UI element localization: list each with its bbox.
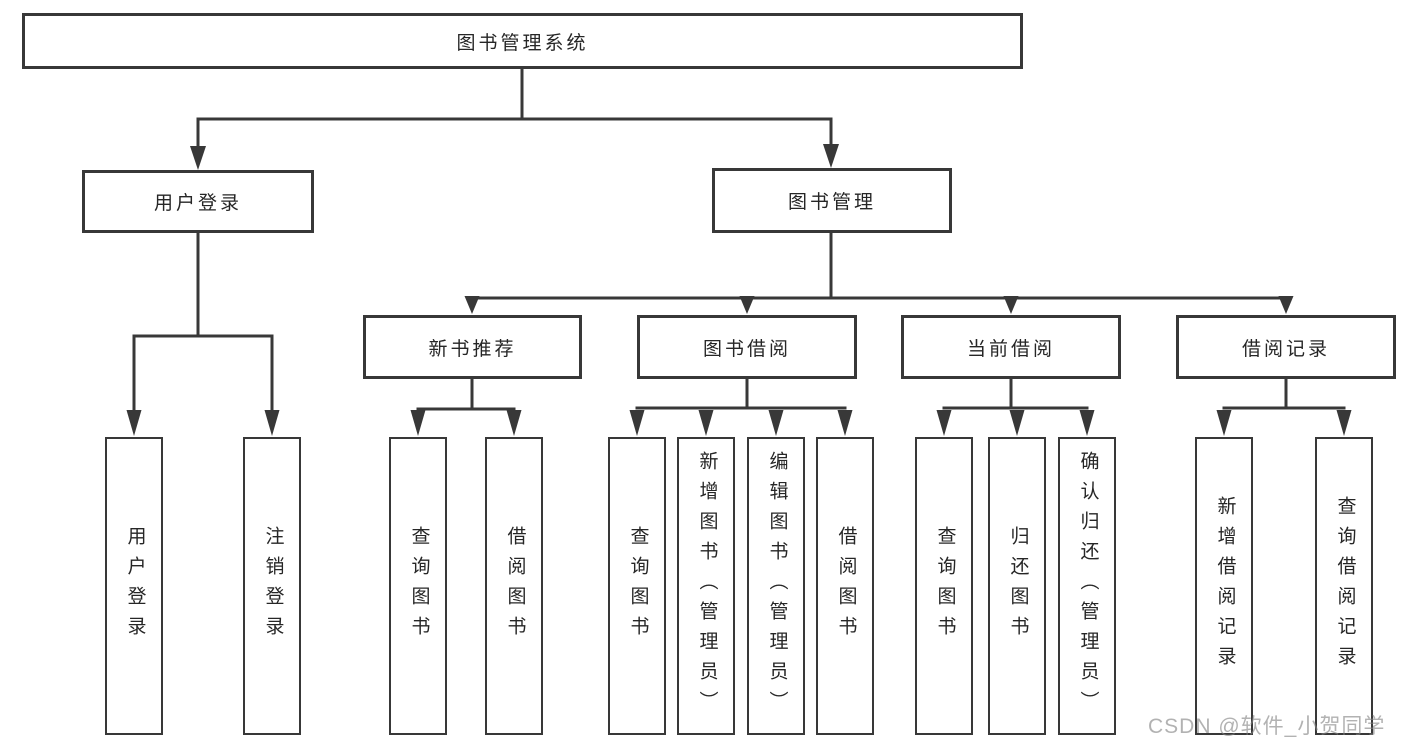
arrowheads <box>126 144 1352 436</box>
node-root: 图书管理系统 <box>22 13 1023 69</box>
csdn-watermark: CSDN @软件_小贺同学 <box>1148 715 1386 738</box>
leaf-add-book-admin-label: 新增图书（管理员） <box>696 451 718 721</box>
node-book-management: 图书管理 <box>712 168 952 233</box>
connector-strokes <box>132 67 1346 415</box>
node-borrow-records: 借阅记录 <box>1176 315 1396 379</box>
leaf-borrow-books-label: 借阅图书 <box>835 526 857 646</box>
leaf-logout: 注销登录 <box>243 437 301 735</box>
node-new-book-recommend: 新书推荐 <box>363 315 582 379</box>
node-current-borrow-label: 当前借阅 <box>966 338 1055 360</box>
node-book-borrow-label: 图书借阅 <box>702 338 791 360</box>
leaf-add-borrow-record: 新增借阅记录 <box>1195 437 1253 735</box>
node-user-login-label: 用户登录 <box>153 193 242 214</box>
leaf-query-books-current-label: 查询图书 <box>934 526 956 646</box>
leaf-query-books-borrow: 查询图书 <box>608 437 666 735</box>
leaf-edit-book-admin-label: 编辑图书（管理员） <box>766 451 788 721</box>
leaf-confirm-return-admin: 确认归还（管理员） <box>1058 437 1116 735</box>
leaf-logout-label: 注销登录 <box>262 526 284 646</box>
node-book-management-label: 图书管理 <box>787 192 876 213</box>
leaf-query-borrow-record-label: 查询借阅记录 <box>1334 496 1356 676</box>
leaf-confirm-return-admin-label: 确认归还（管理员） <box>1077 451 1099 721</box>
leaf-borrow-books-recommend: 借阅图书 <box>485 437 543 735</box>
leaf-add-book-admin: 新增图书（管理员） <box>677 437 735 735</box>
node-root-label: 图书管理系统 <box>456 32 589 54</box>
leaf-add-borrow-record-label: 新增借阅记录 <box>1214 496 1236 676</box>
leaf-query-borrow-record: 查询借阅记录 <box>1315 437 1373 735</box>
leaf-user-login-label: 用户登录 <box>124 526 146 646</box>
node-borrow-records-label: 借阅记录 <box>1241 338 1330 360</box>
leaf-query-books-recommend-label: 查询图书 <box>408 526 430 646</box>
leaf-return-book: 归还图书 <box>988 437 1046 735</box>
node-current-borrow: 当前借阅 <box>901 315 1121 379</box>
leaf-query-books-borrow-label: 查询图书 <box>627 526 649 646</box>
leaf-user-login: 用户登录 <box>105 437 163 735</box>
leaf-return-book-label: 归还图书 <box>1007 526 1029 646</box>
node-user-login: 用户登录 <box>82 170 314 233</box>
leaf-edit-book-admin: 编辑图书（管理员） <box>747 437 805 735</box>
leaf-borrow-books-recommend-label: 借阅图书 <box>504 526 526 646</box>
leaf-query-books-recommend: 查询图书 <box>389 437 447 735</box>
node-new-book-recommend-label: 新书推荐 <box>428 338 517 360</box>
leaf-borrow-books: 借阅图书 <box>816 437 874 735</box>
node-book-borrow: 图书借阅 <box>637 315 857 379</box>
leaf-query-books-current: 查询图书 <box>915 437 973 735</box>
